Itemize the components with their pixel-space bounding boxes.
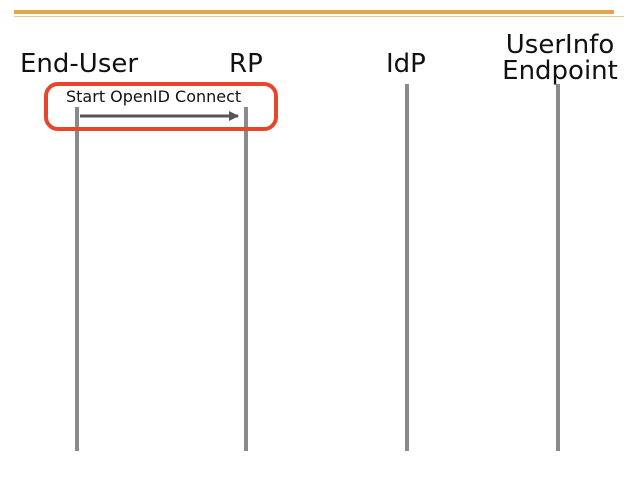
highlight-box: [44, 82, 278, 131]
actor-label-rp: RP: [229, 49, 263, 79]
message-label-start-openid-connect: Start OpenID Connect: [66, 87, 242, 106]
header-accent-rule: [14, 10, 614, 14]
actor-label-idp: IdP: [386, 49, 426, 79]
actor-label-userinfo-line2: Endpoint: [502, 56, 618, 86]
actor-label-userinfo: UserInfo Endpoint: [500, 32, 620, 84]
header-accent-rule-thin: [14, 16, 624, 17]
actor-label-end-user: End-User: [20, 49, 139, 79]
actor-label-userinfo-line1: UserInfo: [505, 30, 615, 60]
